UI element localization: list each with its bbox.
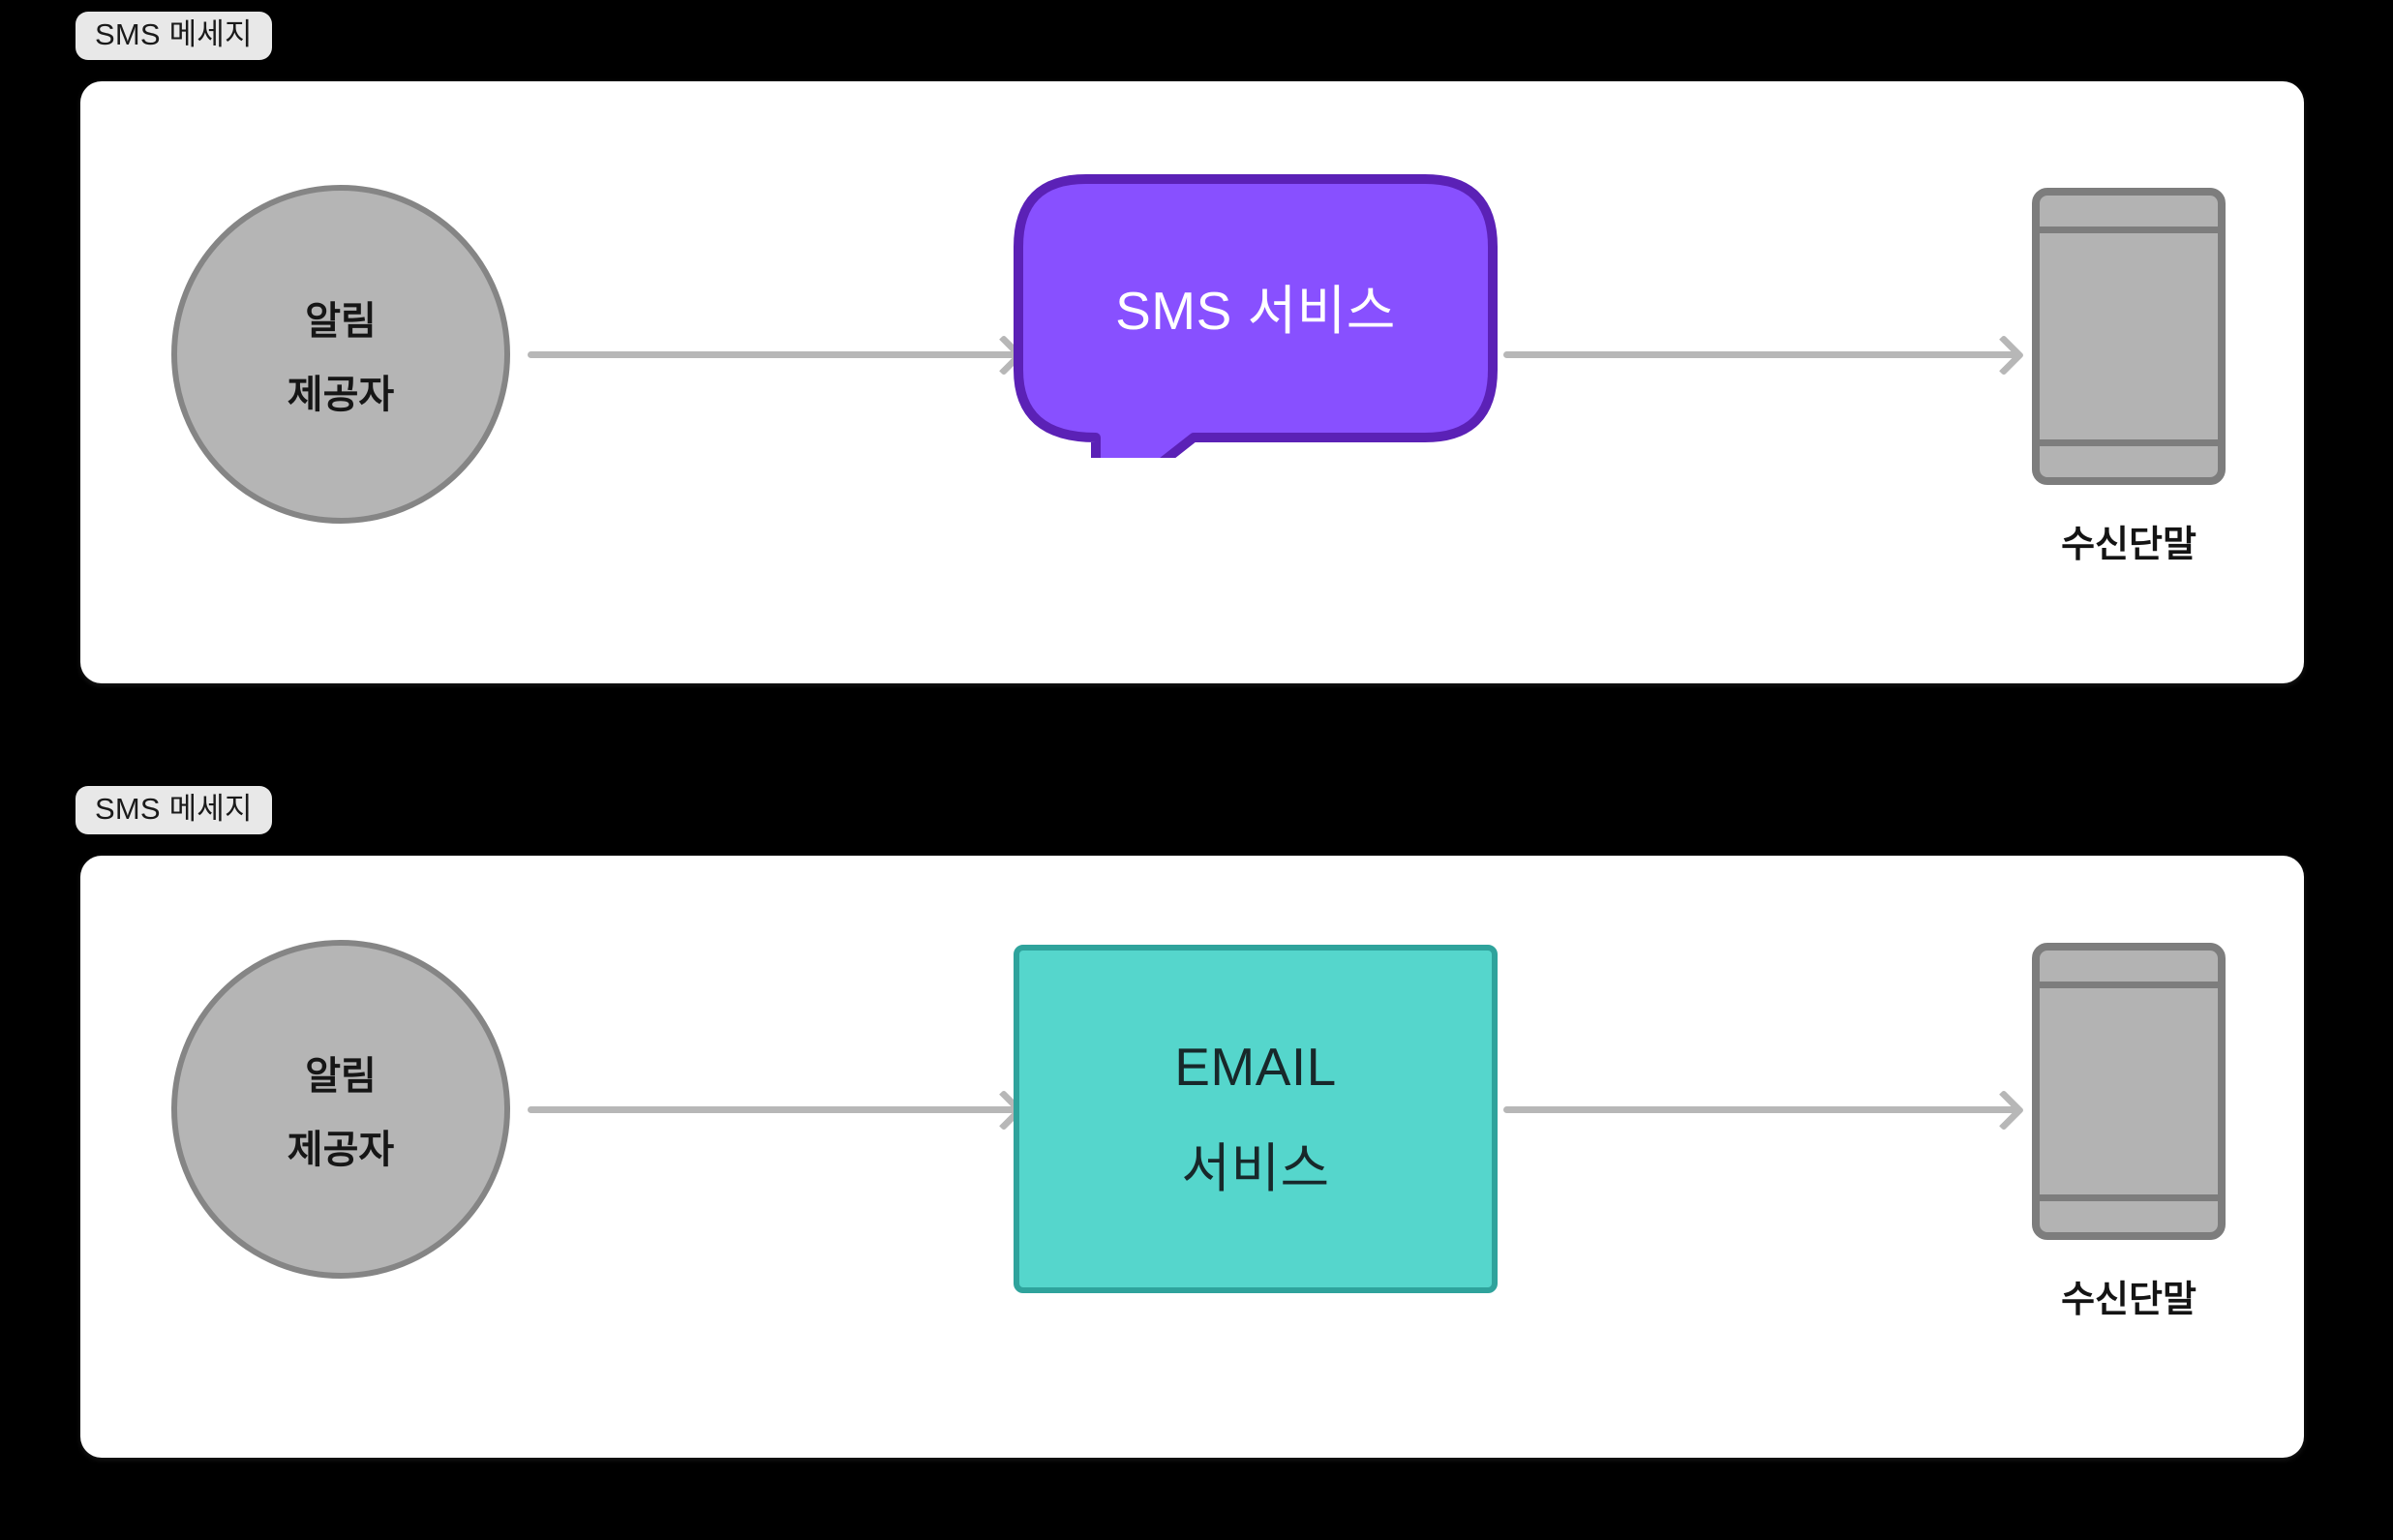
arrow-provider-to-email-service xyxy=(528,1089,1025,1132)
email-service-label-line1: EMAIL xyxy=(1174,1037,1337,1097)
receiver-device-label: 수신단말 xyxy=(2061,1280,2196,1320)
email-service-node[interactable]: EMAIL 서비스 xyxy=(1014,945,1498,1293)
provider-label-line1: 알림 xyxy=(305,1055,377,1098)
email-service-label-line2: 서비스 xyxy=(1181,1138,1330,1198)
arrow-shaft xyxy=(1503,351,2016,358)
notification-provider-node-sms[interactable]: 알림 제공자 xyxy=(171,185,510,524)
phone-speaker-line xyxy=(2040,226,2218,233)
phone-home-line xyxy=(2040,1194,2218,1201)
section-badge-email: SMS 메세지 xyxy=(76,786,272,834)
receiver-device-email[interactable]: 수신단말 xyxy=(2032,943,2226,1322)
provider-label-line2: 제공자 xyxy=(287,1129,395,1171)
phone-speaker-line xyxy=(2040,981,2218,988)
provider-label-line1: 알림 xyxy=(305,300,377,343)
arrow-shaft xyxy=(528,1106,1016,1113)
arrow-shaft xyxy=(528,351,1016,358)
provider-label-line2: 제공자 xyxy=(287,374,395,416)
mobile-phone-icon xyxy=(2032,188,2226,485)
arrow-shaft xyxy=(1503,1106,2016,1113)
notification-provider-node-email[interactable]: 알림 제공자 xyxy=(171,940,510,1279)
receiver-device-sms[interactable]: 수신단말 xyxy=(2032,188,2226,567)
mobile-phone-icon xyxy=(2032,943,2226,1240)
receiver-device-label: 수신단말 xyxy=(2061,525,2196,565)
arrow-sms-service-to-receiver xyxy=(1503,334,2025,377)
arrow-email-service-to-receiver xyxy=(1503,1089,2025,1132)
phone-home-line xyxy=(2040,439,2218,446)
sms-service-node[interactable]: SMS 서비스 xyxy=(1014,174,1498,458)
arrow-provider-to-sms-service xyxy=(528,334,1025,377)
section-badge-sms: SMS 메세지 xyxy=(76,12,272,60)
speech-bubble-icon xyxy=(1014,174,1498,458)
